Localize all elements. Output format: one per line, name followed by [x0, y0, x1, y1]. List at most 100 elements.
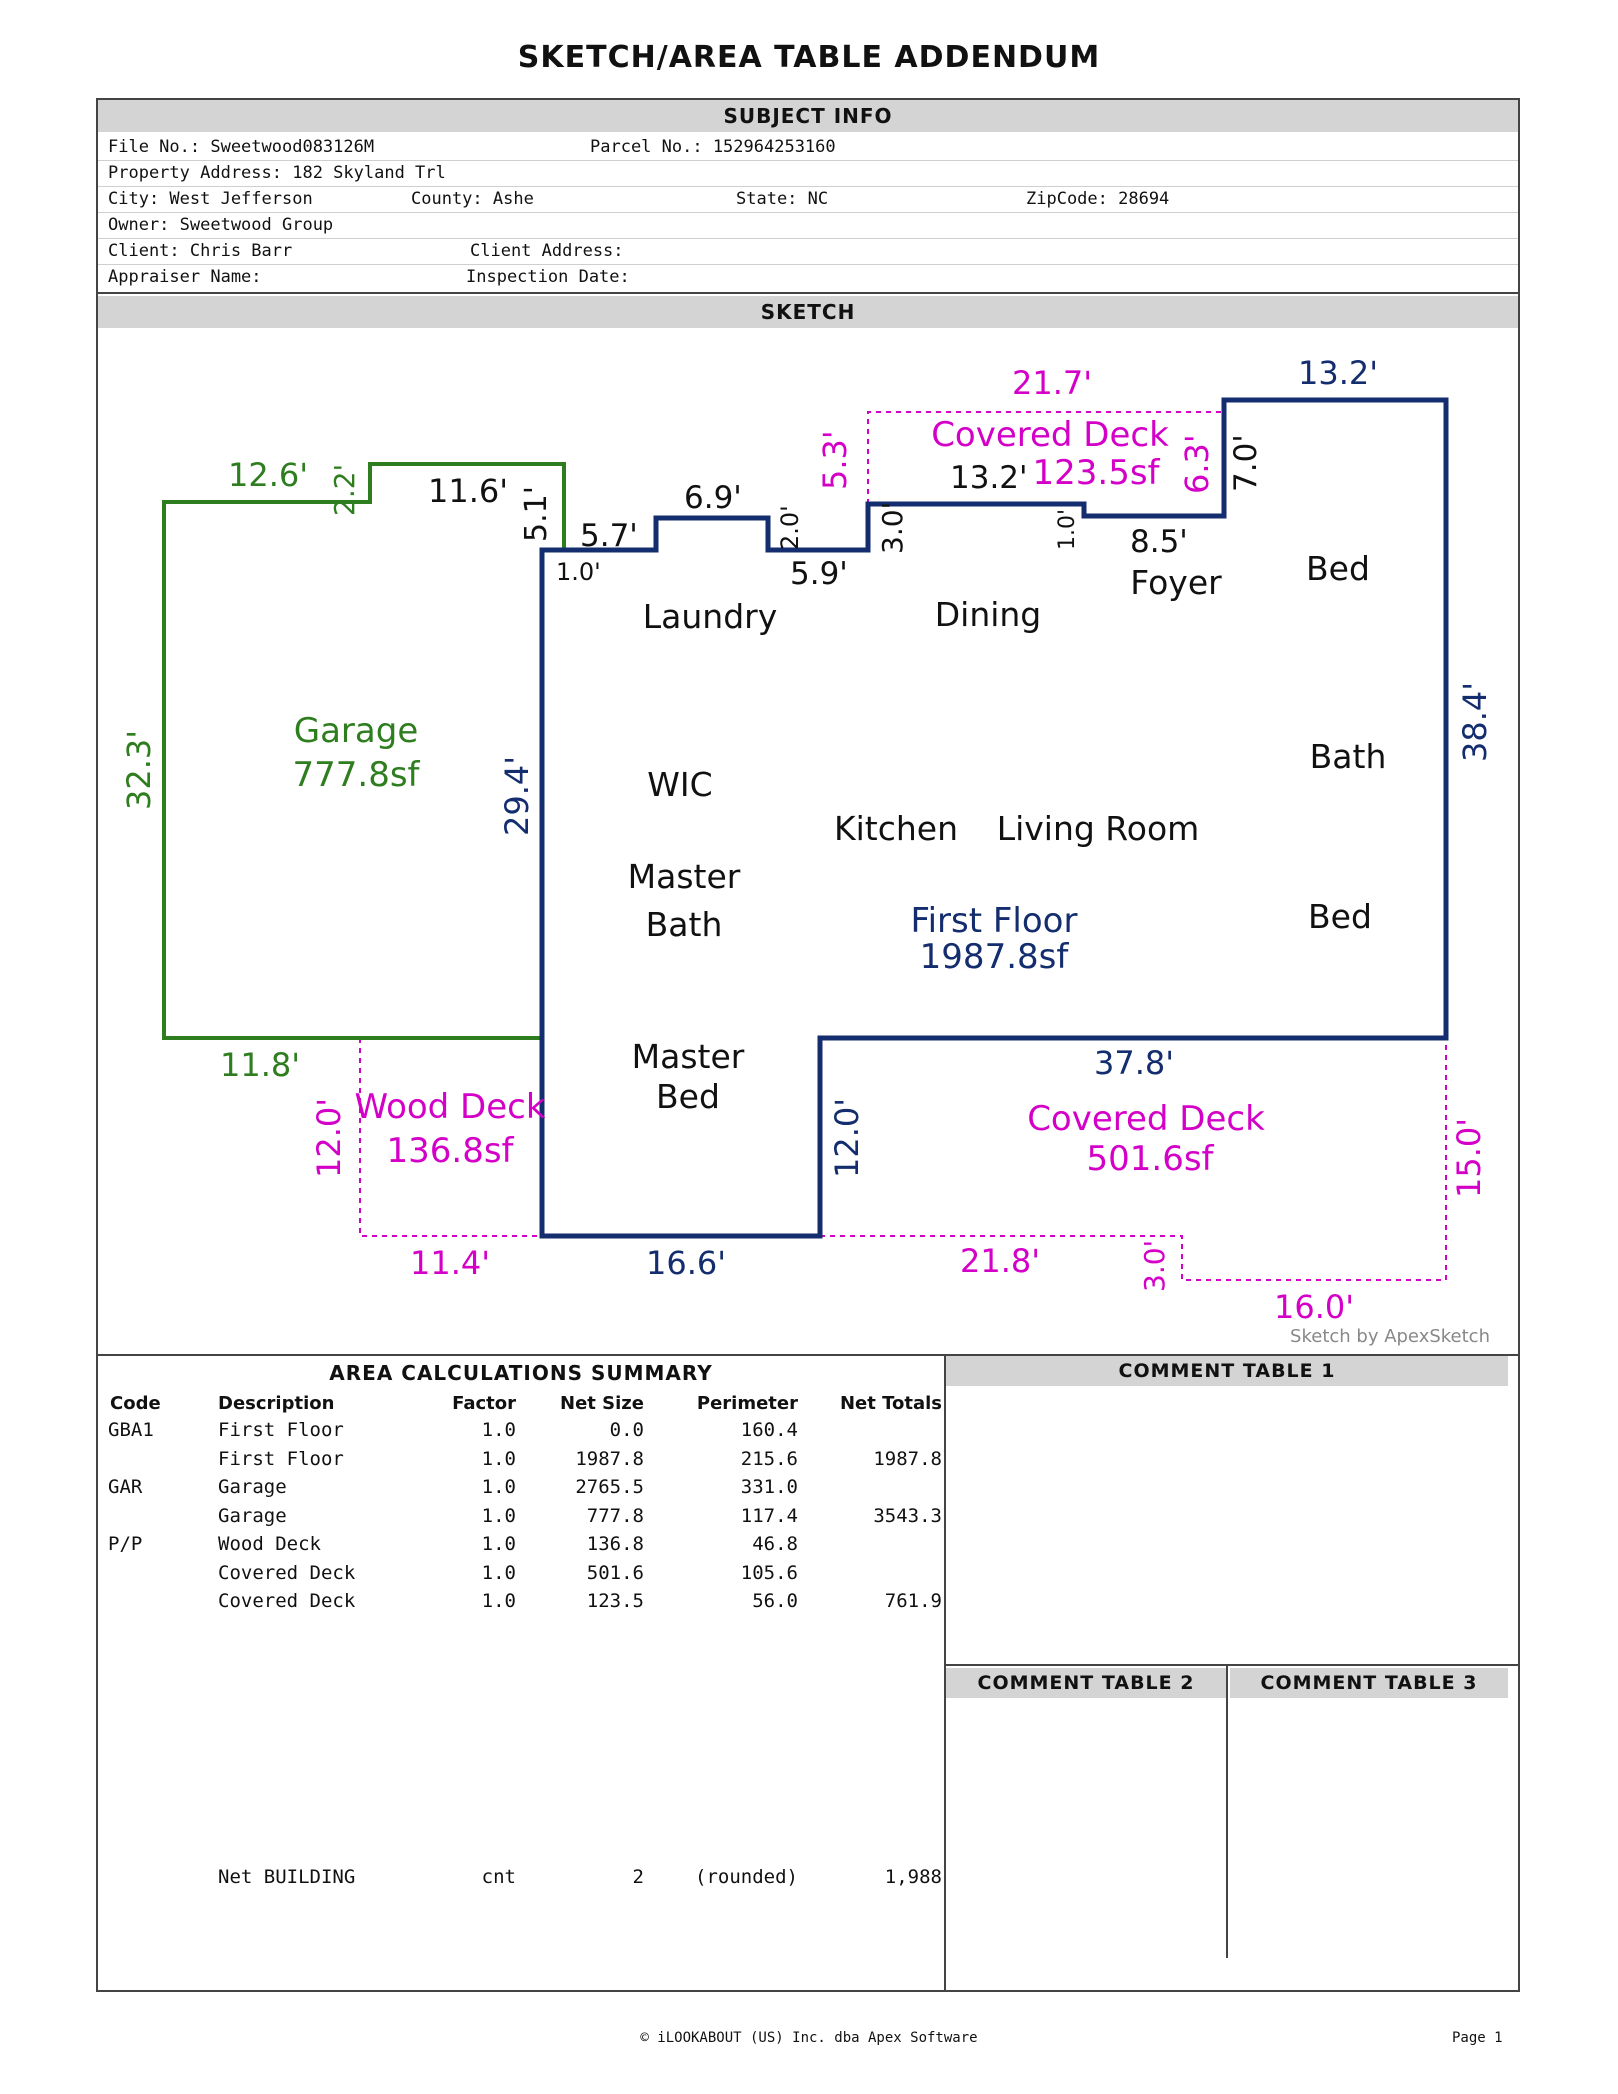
dim-floor-h: 1.0': [1055, 509, 1080, 550]
cell-net-total: 3543.3: [873, 1504, 942, 1527]
floor-plan-sketch: Garage 777.8sf First Floor 1987.8sf Cove…: [98, 332, 1518, 1352]
garage-size: 777.8sf: [292, 755, 420, 795]
sketch-header: SKETCH: [98, 296, 1518, 328]
room-wic: WIC: [647, 765, 712, 804]
subject-info-header: SUBJECT INFO: [98, 100, 1518, 132]
net-building-cnt-label: cnt: [481, 1866, 516, 1888]
cell-factor: 1.0: [481, 1561, 516, 1584]
cell-description: Garage: [218, 1504, 287, 1527]
room-dining: Dining: [935, 595, 1042, 634]
col-code: Code: [110, 1393, 161, 1414]
dim-wood-deck-side: 12.0': [310, 1098, 348, 1178]
cell-net-size: 501.6: [586, 1561, 644, 1584]
dim-deck-left-top: 5.3': [816, 430, 854, 490]
net-building-total: 1,988: [884, 1866, 942, 1888]
cell-factor: 1.0: [481, 1419, 516, 1441]
cell-description: Garage: [218, 1476, 287, 1498]
cell-description: Covered Deck: [218, 1561, 356, 1584]
cell-net-size: 777.8: [586, 1504, 644, 1527]
dim-floor-right: 38.4': [1456, 682, 1494, 762]
divider: [946, 1664, 1518, 1666]
cell-factor: 1.0: [481, 1447, 516, 1470]
cell-perimeter: 215.6: [740, 1447, 798, 1470]
cell-perimeter: 105.6: [740, 1561, 798, 1584]
dim-floor-bottom-right: 37.8': [1094, 1044, 1174, 1082]
cell-perimeter: 117.4: [740, 1504, 798, 1527]
client-address: Client Address:: [470, 241, 624, 261]
cell-perimeter: 46.8: [752, 1533, 798, 1555]
dim-floor-inner: 12.0': [828, 1098, 866, 1178]
net-building-label: Net BUILDING: [218, 1866, 356, 1888]
garage-outline: [162, 462, 566, 1040]
room-bath: Bath: [1310, 737, 1387, 776]
covered-deck-top-size: 123.5sf: [1032, 453, 1160, 493]
dim-garage-top: 12.6': [228, 456, 308, 494]
cell-description: First Floor: [218, 1447, 344, 1470]
col-factor: Factor: [452, 1393, 516, 1414]
subject-row-3: City: West Jefferson County: Ashe State:…: [98, 186, 1518, 213]
net-building-rounded: (rounded): [695, 1866, 798, 1888]
floor-plan-svg: Garage 777.8sf First Floor 1987.8sf Cove…: [120, 354, 1494, 1347]
col-perimeter: Perimeter: [696, 1393, 798, 1414]
dim-floor-j: 7.0': [1228, 434, 1264, 492]
dim-garage-bottom: 11.8': [220, 1046, 300, 1084]
col-net-totals: Net Totals: [839, 1393, 942, 1414]
dim-deck-right-top: 6.3': [1178, 434, 1216, 494]
cell-perimeter: 160.4: [740, 1419, 798, 1441]
dim-floor-e: 5.9': [790, 556, 848, 592]
cell-net-total: 761.9: [884, 1590, 942, 1612]
divider: [98, 1354, 1518, 1356]
first-floor-size: 1987.8sf: [920, 937, 1070, 977]
dim-cdeck-right: 15.0': [1450, 1118, 1488, 1198]
divider-vertical: [1226, 1666, 1228, 1958]
room-master-bath-line1: Master: [628, 857, 741, 896]
covered-deck-top-outline: [867, 411, 1225, 504]
subject-row-6: Appraiser Name: Inspection Date:: [98, 264, 1518, 290]
room-living-room: Living Room: [997, 809, 1200, 848]
room-kitchen: Kitchen: [834, 809, 958, 848]
cell-code: GBA1: [108, 1419, 154, 1441]
page-number: Page 1: [1452, 2030, 1503, 2046]
client: Client: Chris Barr: [108, 241, 293, 261]
subject-row-5: Client: Chris Barr Client Address:: [98, 238, 1518, 265]
cell-perimeter: 331.0: [740, 1476, 798, 1498]
cell-factor: 1.0: [481, 1504, 516, 1527]
dim-garage-top-right: 11.6': [428, 472, 508, 510]
dim-cdeck-bottom-right: 16.0': [1274, 1288, 1354, 1326]
subject-row-2: Property Address: 182 Skyland Trl: [98, 160, 1518, 187]
room-master-bed-line2: Bed: [656, 1077, 720, 1116]
col-net-size: Net Size: [560, 1393, 644, 1414]
covered-deck-bottom-label: Covered Deck: [1027, 1099, 1265, 1139]
wood-deck-label: Wood Deck: [354, 1087, 545, 1127]
dim-floor-c: 6.9': [684, 480, 742, 516]
cell-net-size: 136.8: [586, 1533, 644, 1555]
dim-floor-a: 5.7': [580, 518, 638, 554]
cell-factor: 1.0: [481, 1533, 516, 1555]
dim-floor-f: 3.0': [876, 502, 909, 554]
first-floor-outline: [539, 397, 1449, 1239]
file-number: File No.: Sweetwood083126M: [108, 137, 375, 157]
cell-description: Wood Deck: [218, 1533, 321, 1555]
appraiser-name: Appraiser Name:: [108, 267, 262, 287]
garage-label: Garage: [294, 711, 419, 751]
county: County: Ashe: [411, 189, 534, 209]
wood-deck-size: 136.8sf: [386, 1131, 514, 1171]
covered-deck-bottom-size: 501.6sf: [1086, 1139, 1214, 1179]
room-bed-2: Bed: [1308, 897, 1372, 936]
sketch-credit: Sketch by ApexSketch: [1290, 1326, 1490, 1347]
covered-deck-top-label: Covered Deck: [931, 415, 1169, 455]
room-bed-1: Bed: [1306, 549, 1370, 588]
net-building-row: Net BUILDING cnt 2 (rounded) 1,988: [98, 1863, 946, 1891]
dim-floor-top-right: 13.2': [1298, 354, 1378, 392]
dim-deck-top: 21.7': [1012, 364, 1092, 402]
property-address: Property Address: 182 Skyland Trl: [108, 163, 446, 183]
covered-deck-bottom-outline: [820, 1038, 1447, 1281]
area-table-row: Covered Deck 1.0 501.6 105.6: [98, 1559, 946, 1587]
comment-table-2-header: COMMENT TABLE 2: [946, 1668, 1226, 1698]
state: State: NC: [736, 189, 829, 209]
